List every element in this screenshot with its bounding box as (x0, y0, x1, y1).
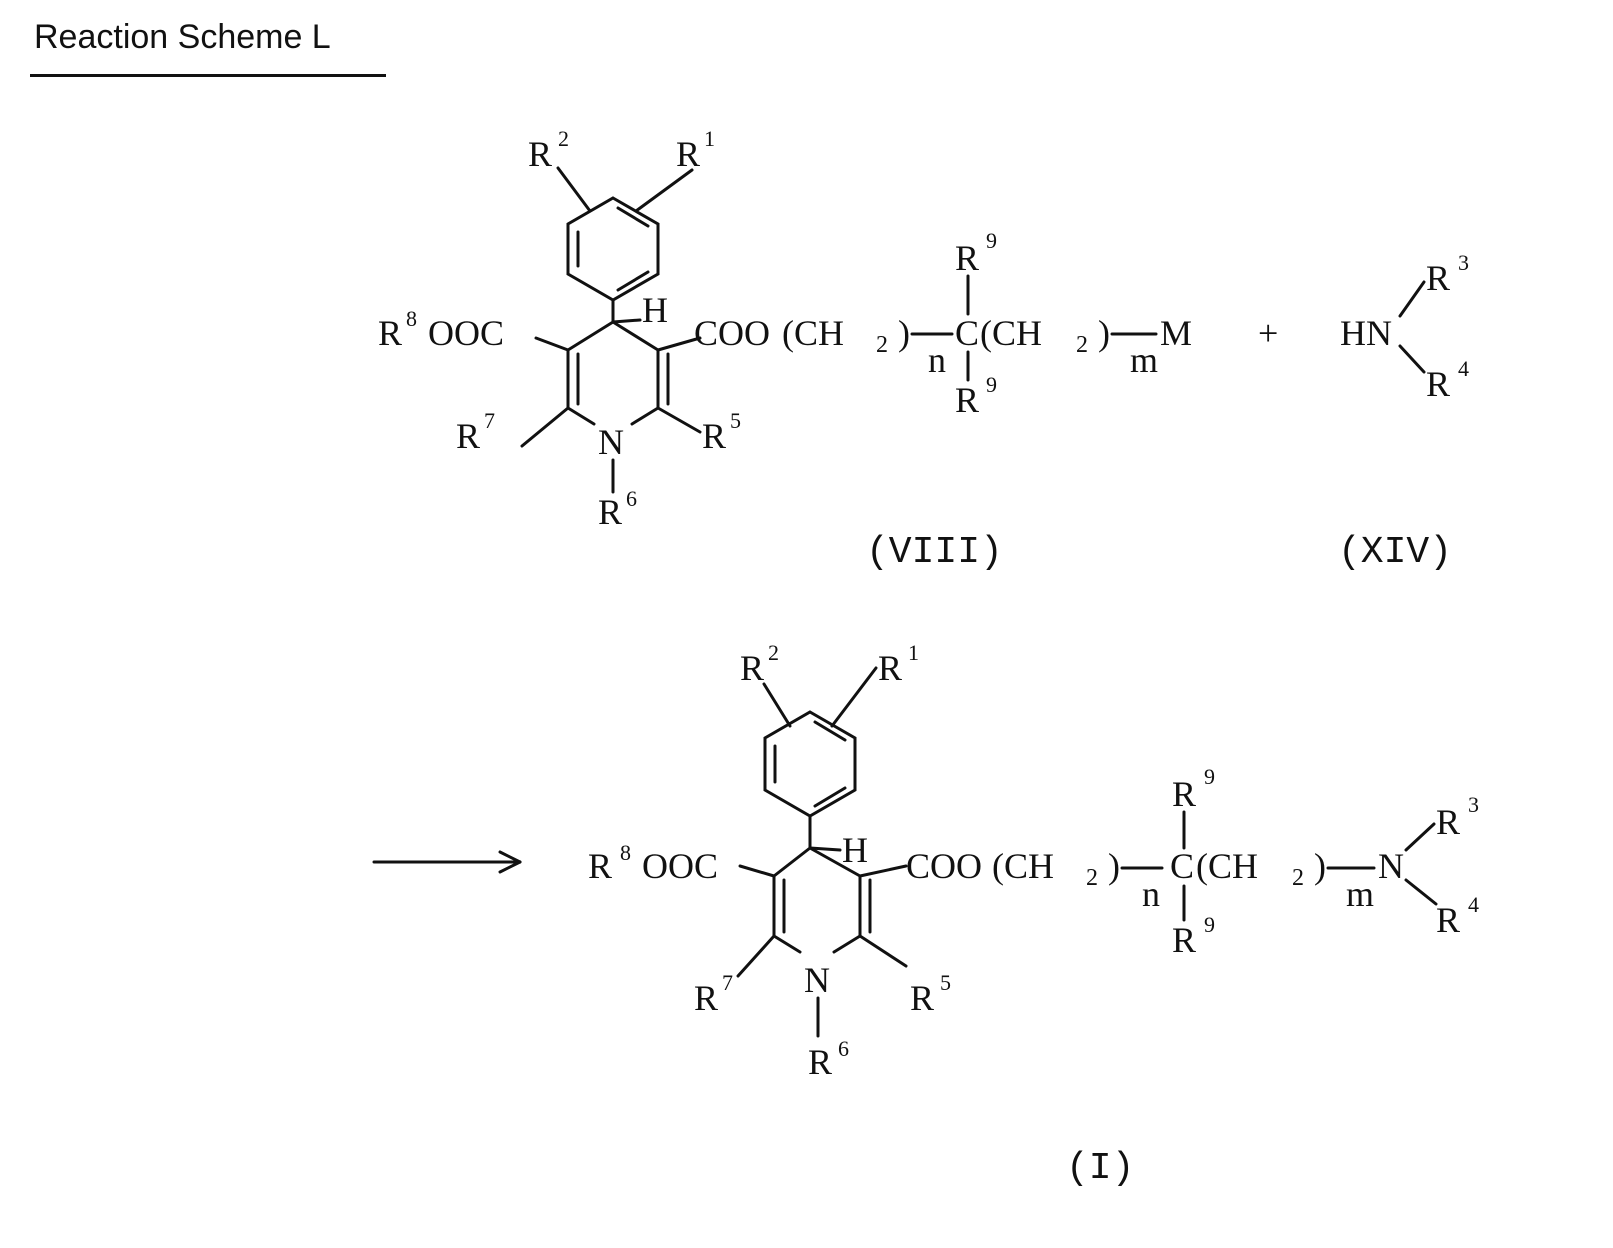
compound-viii-label: (VIII) (866, 531, 1003, 574)
r1-sup-bottom: 1 (908, 640, 919, 665)
r1-label-bottom: R (878, 648, 902, 688)
r9-upper-label-top: R (955, 238, 979, 278)
m-leaving-group-label: M (1160, 313, 1192, 353)
r5-sup-bottom: 5 (940, 970, 951, 995)
r2-label-top: R (528, 134, 552, 174)
r9-upper-sup-top: 9 (986, 228, 997, 253)
m-sub-bottom: m (1346, 874, 1374, 914)
ch2-open-n-top: (CH (782, 313, 844, 353)
ch2-sub-m-bottom: 2 (1292, 865, 1304, 891)
phenyl-ring-bottom (764, 668, 876, 848)
r7-sup-top: 7 (484, 408, 495, 433)
r6-label-bottom: R (808, 1042, 832, 1082)
coo-label-top: COO (694, 313, 770, 353)
r7-sup-bottom: 7 (722, 970, 733, 995)
r5-sup-top: 5 (730, 408, 741, 433)
r4-label-xiv: R (1426, 364, 1450, 404)
r1-sup-top: 1 (704, 126, 715, 151)
r7-label-top: R (456, 416, 480, 456)
c-label-bottom: C (1170, 846, 1194, 886)
r4-sup-bottom: 4 (1468, 892, 1479, 917)
r3-sup-xiv: 3 (1458, 250, 1469, 275)
r5-label-bottom: R (910, 978, 934, 1018)
r9-lower-sup-bottom: 9 (1204, 912, 1215, 937)
r8-label-bottom: R (588, 846, 612, 886)
r9-upper-label-bottom: R (1172, 774, 1196, 814)
r2-sup-bottom: 2 (768, 640, 779, 665)
r2-label-bottom: R (740, 648, 764, 688)
compound-xiv-label: (XIV) (1338, 531, 1452, 574)
r3-label-xiv: R (1426, 258, 1450, 298)
reaction-arrow (374, 852, 520, 872)
plus-sign: + (1258, 313, 1278, 353)
r5-label-top: R (702, 416, 726, 456)
r1-label-top: R (676, 134, 700, 174)
n-label-top: N (598, 422, 624, 462)
compound-i-label: (I) (1066, 1147, 1134, 1190)
ch2-sub-n-top: 2 (876, 332, 888, 358)
coo-label-bottom: COO (906, 846, 982, 886)
r9-lower-sup-top: 9 (986, 372, 997, 397)
ch2-close-n-bottom: ) (1108, 846, 1120, 886)
hn-label: HN (1340, 313, 1392, 353)
r8-sup-top: 8 (406, 306, 417, 331)
phenyl-ring-top (558, 168, 692, 322)
dihydropyridine-ring-top (522, 320, 700, 492)
ch2-open-n-bottom: (CH (992, 846, 1054, 886)
r8-sup-bottom: 8 (620, 840, 631, 865)
n-amine-label-bottom: N (1378, 846, 1404, 886)
ch2-sub-m-top: 2 (1076, 332, 1088, 358)
compound-xiv: HN R 3 R 4 (XIV) (1338, 250, 1469, 574)
h-label-top: H (642, 290, 668, 330)
h-label-bottom: H (842, 830, 868, 870)
r4-sup-xiv: 4 (1458, 356, 1469, 381)
r9-upper-sup-bottom: 9 (1204, 764, 1215, 789)
dihydropyridine-ring-bottom (738, 848, 906, 1036)
ooc-label-top: OOC (428, 313, 504, 353)
r6-sup-bottom: 6 (838, 1036, 849, 1061)
r6-sup-top: 6 (626, 486, 637, 511)
ch2-open-m-bottom: (CH (1196, 846, 1258, 886)
n-sub-top: n (928, 340, 946, 380)
r9-lower-label-bottom: R (1172, 920, 1196, 960)
compound-i: R 2 R 1 H R 8 OOC COO (CH 2 ) n C R 9 R … (588, 640, 1479, 1190)
n-sub-bottom: n (1142, 874, 1160, 914)
r2-sup-top: 2 (558, 126, 569, 151)
r4-label-bottom: R (1436, 900, 1460, 940)
ch2-open-m-top: (CH (980, 313, 1042, 353)
ch2-close-m-bottom: ) (1314, 846, 1326, 886)
ch2-close-m-top: ) (1098, 313, 1110, 353)
compound-viii: R 2 R 1 H R 8 OOC COO (CH 2 ) n C R 9 R … (378, 126, 1192, 574)
ch2-close-n-top: ) (898, 313, 910, 353)
r3-sup-bottom: 3 (1468, 792, 1479, 817)
ooc-label-bottom: OOC (642, 846, 718, 886)
r6-label-top: R (598, 492, 622, 532)
ch2-sub-n-bottom: 2 (1086, 865, 1098, 891)
m-sub-top: m (1130, 340, 1158, 380)
c-label-top: C (955, 313, 979, 353)
r3-label-bottom: R (1436, 802, 1460, 842)
r8-label-top: R (378, 313, 402, 353)
r9-lower-label-top: R (955, 380, 979, 420)
r7-label-bottom: R (694, 978, 718, 1018)
n-label-bottom: N (804, 960, 830, 1000)
